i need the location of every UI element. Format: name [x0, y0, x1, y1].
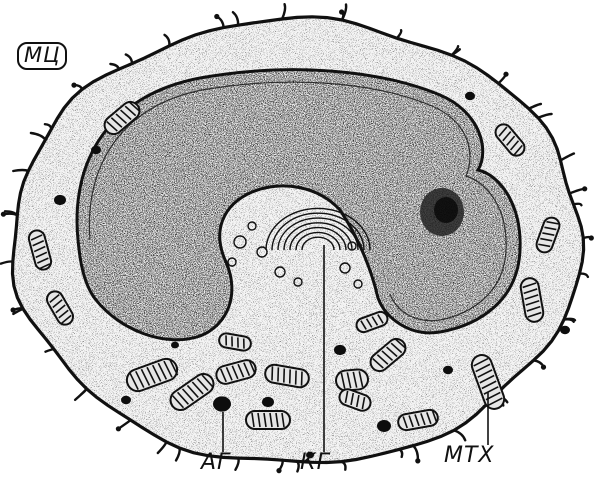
- projection-tip: [541, 365, 546, 370]
- nucleolus-core: [434, 197, 458, 223]
- granule: [213, 396, 231, 411]
- surface-projection: [158, 442, 167, 453]
- granule: [54, 195, 66, 205]
- granule: [377, 420, 391, 432]
- ag-label: АГ: [201, 452, 230, 474]
- projection-tip: [339, 9, 344, 14]
- projection-tip: [1, 212, 6, 217]
- granule: [262, 397, 274, 407]
- surface-projection: [538, 114, 552, 118]
- granule: [121, 396, 131, 405]
- projection-tip: [503, 72, 508, 77]
- granule: [334, 345, 346, 355]
- surface-projection: [282, 4, 285, 19]
- surface-projection: [454, 430, 465, 440]
- mitochondrion: [246, 411, 290, 429]
- mtx-label: МТХ: [444, 445, 495, 467]
- granule: [91, 146, 101, 155]
- mitochondrion: [335, 369, 369, 392]
- surface-projection: [31, 133, 46, 140]
- surface-projection: [13, 170, 28, 171]
- granule: [171, 342, 179, 349]
- granule: [560, 326, 570, 335]
- projection-tip: [415, 458, 420, 463]
- surface-projection: [126, 55, 132, 64]
- surface-projection: [1, 262, 13, 264]
- surface-projection: [529, 104, 541, 109]
- projection-tip: [116, 426, 121, 431]
- projection-tip: [214, 14, 219, 19]
- surface-projection: [176, 448, 180, 461]
- granule: [465, 92, 475, 101]
- surface-projection: [233, 12, 238, 25]
- surface-projection: [561, 154, 574, 161]
- kg-label: КГ: [300, 452, 330, 474]
- surface-projection: [165, 35, 170, 46]
- projection-tip: [71, 83, 76, 88]
- projection-tip: [276, 468, 281, 473]
- granule: [443, 366, 453, 375]
- cell-label: МЦ: [17, 42, 67, 70]
- projection-tip: [589, 235, 594, 240]
- projection-tip: [582, 186, 587, 191]
- surface-projection: [235, 458, 238, 470]
